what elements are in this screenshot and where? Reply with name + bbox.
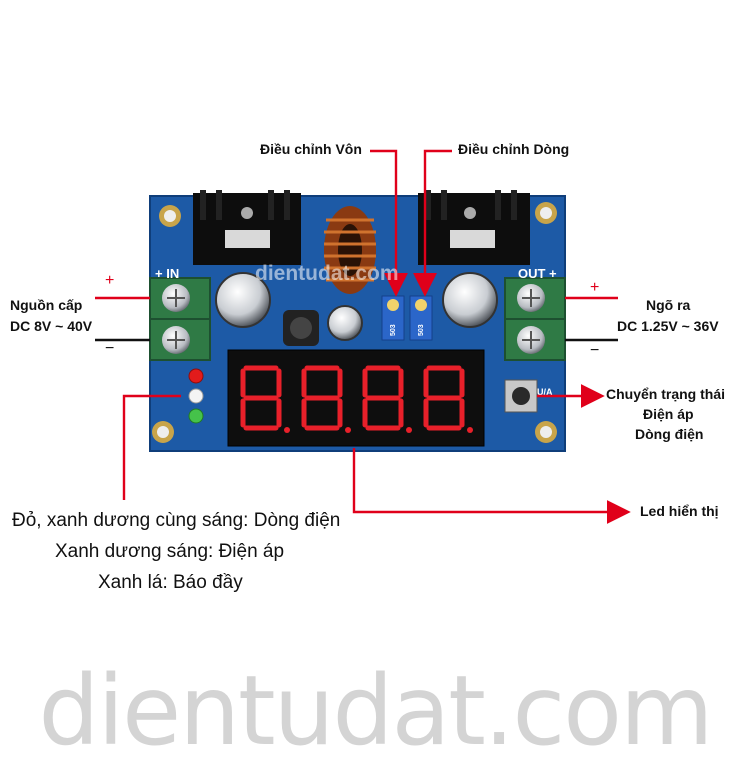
legend-line-1: Đỏ, xanh dương cùng sáng: Dòng điện [12, 510, 341, 531]
label-input-range: DC 8V ~ 40V [10, 318, 93, 334]
capacitor-left [215, 272, 271, 328]
silk-in: + IN [155, 266, 179, 281]
silk-ua: U/A [537, 387, 553, 397]
toroid-inductor [324, 206, 376, 294]
board-watermark: dientudat.com [255, 262, 399, 285]
terminal-input [149, 277, 211, 361]
led-red [188, 368, 204, 384]
pot-voltage-code: 503 [390, 324, 397, 336]
status-leds [188, 368, 204, 424]
terminal-output [504, 277, 566, 361]
input-plus-sign: + [105, 272, 115, 289]
heatsink-right [418, 190, 530, 265]
label-adjust-voltage: Điều chỉnh Vôn [260, 141, 362, 157]
led-blue [188, 388, 204, 404]
output-minus-sign: − [590, 342, 600, 359]
watermark: dientudat.com [38, 655, 714, 767]
board-illustration: + IN OUT + U/A 503 503 [95, 149, 631, 524]
label-mode-switch-2: Điện áp [643, 406, 694, 422]
label-output-range: DC 1.25V ~ 36V [617, 318, 719, 334]
label-mode-switch-1: Chuyển trạng thái [606, 386, 726, 402]
label-output-title: Ngõ ra [646, 297, 691, 313]
output-plus-sign: + [590, 279, 600, 296]
legend-line-2: Xanh dương sáng: Điện áp [55, 541, 285, 562]
label-led-display: Led hiển thị [640, 503, 719, 519]
led-green [188, 408, 204, 424]
pot-current-code: 503 [418, 324, 425, 336]
input-minus-sign: − [105, 340, 115, 357]
label-input-title: Nguồn cấp [10, 297, 83, 313]
mounting-holes [152, 202, 557, 443]
capacitor-small [327, 305, 363, 341]
annotation-lines [95, 149, 631, 524]
heatsink-left [193, 190, 301, 265]
silk-out: OUT + [518, 266, 557, 281]
capacitor-right [442, 272, 498, 328]
legend-line-3: Xanh lá: Báo đầy [98, 572, 243, 593]
seven-segment-display [227, 349, 485, 447]
mode-button [504, 379, 538, 413]
label-adjust-current: Điều chỉnh Dòng [458, 141, 570, 157]
label-mode-switch-3: Dòng điện [635, 426, 704, 442]
